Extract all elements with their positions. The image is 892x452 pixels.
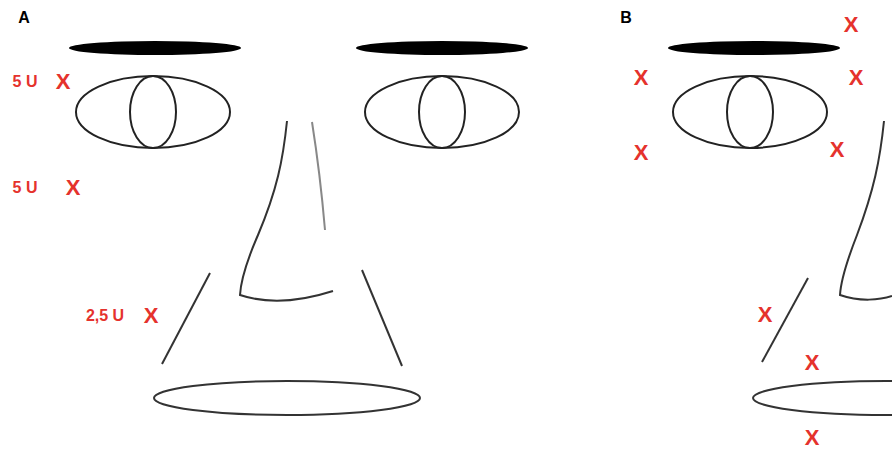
injection-mark: X bbox=[758, 304, 773, 326]
iris bbox=[419, 76, 465, 148]
mouth bbox=[753, 381, 892, 415]
eyebrow bbox=[668, 41, 840, 55]
injection-mark: X bbox=[634, 67, 649, 89]
injection-mark: X bbox=[56, 71, 71, 93]
dose-label: 5 U bbox=[13, 180, 38, 196]
eye bbox=[365, 76, 519, 148]
eyebrow bbox=[69, 41, 241, 55]
injection-mark: X bbox=[634, 142, 649, 164]
injection-mark: X bbox=[849, 67, 864, 89]
dose-label: 2,5 U bbox=[86, 308, 124, 324]
injection-mark: X bbox=[805, 427, 820, 449]
injection-mark: X bbox=[844, 14, 859, 36]
iris bbox=[727, 76, 773, 148]
iris bbox=[130, 76, 176, 148]
injection-mark: X bbox=[66, 177, 81, 199]
injection-mark: X bbox=[144, 305, 159, 327]
eyebrow bbox=[356, 41, 528, 55]
dose-label: 5 U bbox=[13, 74, 38, 90]
nasolabial-fold bbox=[362, 270, 402, 366]
injection-mark: X bbox=[805, 352, 820, 374]
injection-mark: X bbox=[830, 139, 845, 161]
eye bbox=[76, 76, 230, 148]
nasolabial-fold bbox=[162, 273, 210, 364]
panel-letter: A bbox=[18, 10, 30, 26]
eye bbox=[673, 76, 827, 148]
panel-letter: B bbox=[620, 10, 632, 26]
mouth bbox=[154, 381, 420, 415]
nose bbox=[840, 121, 892, 300]
nose bbox=[312, 122, 325, 230]
nose bbox=[240, 121, 333, 301]
